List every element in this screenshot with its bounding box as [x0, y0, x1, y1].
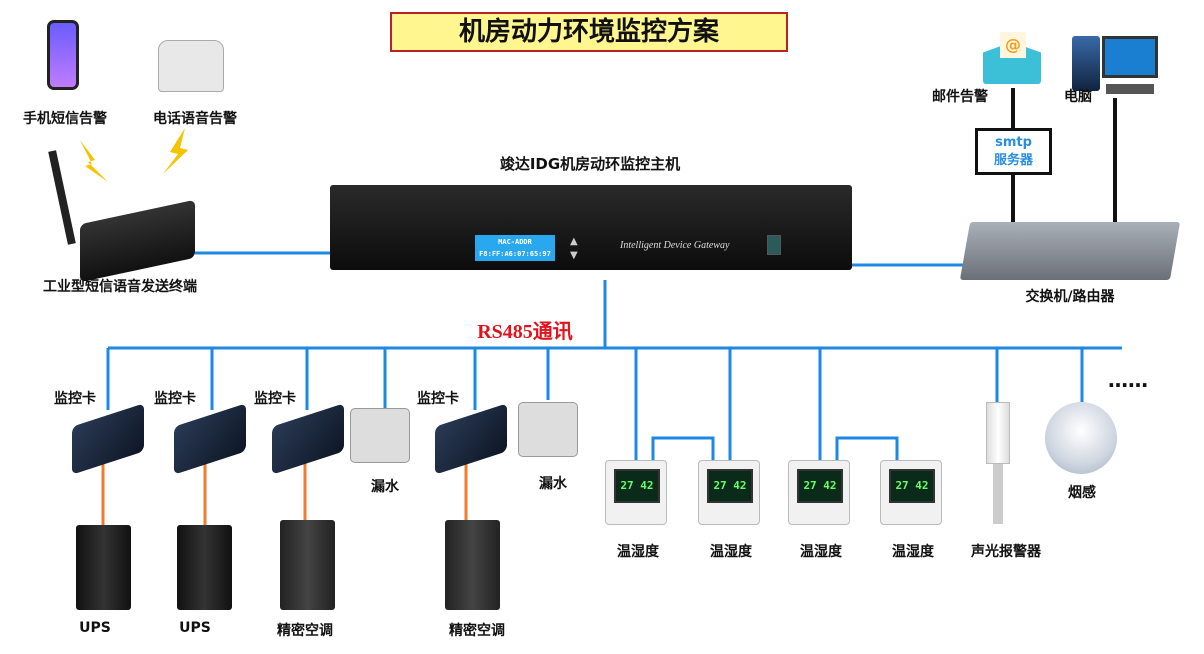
th-screen: 27 42: [614, 469, 660, 503]
card-label: 监控卡: [254, 391, 296, 407]
telephone-icon: [158, 40, 224, 92]
ups-label: UPS: [179, 620, 211, 636]
temp-humidity-sensor: 27 42: [698, 460, 760, 525]
diagram-title: 机房动力环境监控方案: [390, 12, 788, 52]
monitoring-host-device: MAC-ADDR F8:FF:A6:07:65:97 ▲▼ Intelligent…: [330, 185, 852, 270]
ups-device: [76, 525, 131, 610]
th-screen: 27 42: [797, 469, 843, 503]
card-label: 监控卡: [54, 391, 96, 407]
leak-label: 漏水: [539, 476, 567, 492]
host-label: 竣达IDG机房动环监控主机: [499, 155, 681, 173]
alarm-light-device: [986, 402, 1010, 464]
ups-label: UPS: [79, 620, 111, 636]
voice-alert-label: 电话语音告警: [153, 111, 237, 127]
ac-device: [280, 520, 335, 610]
alarm-label: 声光报警器: [971, 544, 1041, 560]
power-switch-icon: [767, 235, 781, 255]
th-label: 温湿度: [710, 544, 752, 560]
lcd-line-1: MAC-ADDR: [498, 238, 532, 246]
ups-device: [177, 525, 232, 610]
at-sign-icon: @: [1000, 32, 1026, 58]
leak-sensor-device: [350, 408, 410, 463]
th-screen: 27 42: [707, 469, 753, 503]
ac-label: 精密空调: [277, 623, 333, 639]
smtp-server-box: smtp 服务器: [975, 128, 1052, 175]
email-alert-label: 邮件告警: [932, 89, 988, 105]
th-label: 温湿度: [800, 544, 842, 560]
card-label: 监控卡: [417, 391, 459, 407]
switch-label: 交换机/路由器: [1025, 289, 1115, 305]
smtp-line-2: 服务器: [993, 153, 1033, 168]
alarm-bracket: [993, 464, 1003, 524]
sms-alert-label: 手机短信告警: [23, 111, 107, 127]
temp-humidity-sensor: 27 42: [605, 460, 667, 525]
more-devices-ellipsis: ……: [1108, 368, 1148, 392]
smtp-line-1: smtp: [995, 135, 1032, 150]
lcd-line-2: F8:FF:A6:07:65:97: [479, 250, 551, 258]
smoke-detector-device: [1045, 402, 1117, 474]
computer-label: 电脑: [1064, 89, 1092, 105]
arrow-buttons-icon: ▲▼: [570, 236, 578, 261]
lcd-display: MAC-ADDR F8:FF:A6:07:65:97: [475, 235, 555, 261]
phone-icon: [47, 20, 79, 90]
leak-sensor-device: [518, 402, 578, 457]
ac-device: [445, 520, 500, 610]
smoke-label: 烟感: [1068, 485, 1096, 501]
leak-label: 漏水: [371, 479, 399, 495]
th-label: 温湿度: [617, 544, 659, 560]
brand-text: Intelligent Device Gateway: [620, 240, 730, 251]
th-label: 温湿度: [892, 544, 934, 560]
computer-icon: [1072, 28, 1160, 98]
temp-humidity-sensor: 27 42: [788, 460, 850, 525]
terminal-label: 工业型短信语音发送终端: [43, 279, 197, 295]
ac-label: 精密空调: [449, 623, 505, 639]
rs485-label: RS485通讯: [477, 321, 573, 343]
card-label: 监控卡: [154, 391, 196, 407]
th-screen: 27 42: [889, 469, 935, 503]
network-switch-device: [959, 222, 1181, 280]
temp-humidity-sensor: 27 42: [880, 460, 942, 525]
